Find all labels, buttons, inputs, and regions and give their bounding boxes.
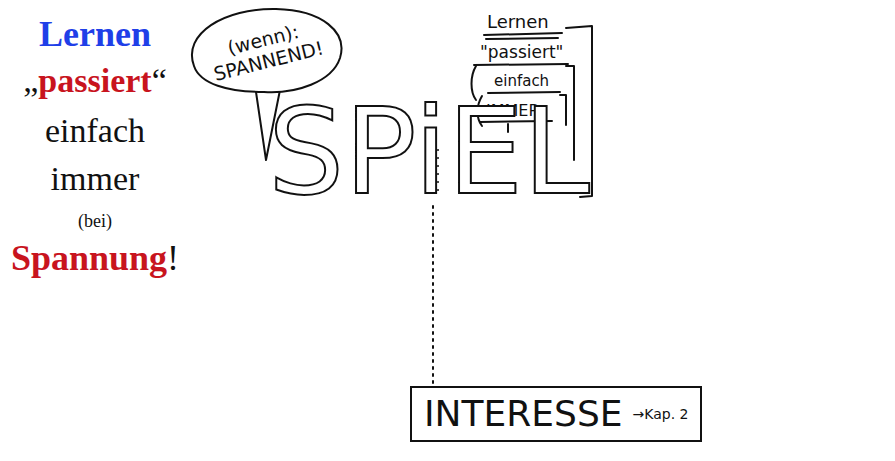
slogan-word: ! xyxy=(167,238,179,278)
big-word: SPiEL xyxy=(268,92,590,212)
slogan-word: immer xyxy=(51,160,140,197)
text-line: Spannung! xyxy=(0,240,190,276)
process-box: INTERESSE →Kap. 2 xyxy=(410,386,702,442)
text-line: Lernen xyxy=(0,16,190,52)
box-title: INTERESSE xyxy=(424,394,623,434)
text-line: „passiert“ xyxy=(0,64,190,98)
slogan-word: “ xyxy=(152,62,167,99)
text-line: immer xyxy=(0,162,190,196)
text-line: (bei) xyxy=(0,212,190,230)
slogan-word: (bei) xyxy=(78,211,112,231)
text-line: einfach xyxy=(0,114,190,148)
underline xyxy=(474,64,568,65)
stack-word: "passiert" xyxy=(480,43,563,62)
slogan-word: passiert xyxy=(38,62,151,99)
slogan-word: einfach xyxy=(45,112,145,149)
stack-word: Lernen xyxy=(487,12,549,32)
box-note: →Kap. 2 xyxy=(633,406,689,422)
slogan-word: „ xyxy=(23,62,38,99)
stack-word: einfach xyxy=(494,73,549,90)
dotted-leader xyxy=(432,206,434,384)
slogan-word: Lernen xyxy=(39,14,151,54)
slogan-word: Spannung xyxy=(11,238,167,278)
underline xyxy=(484,33,562,39)
speech-bubble: (wenn): SPANNEND! xyxy=(184,4,348,98)
